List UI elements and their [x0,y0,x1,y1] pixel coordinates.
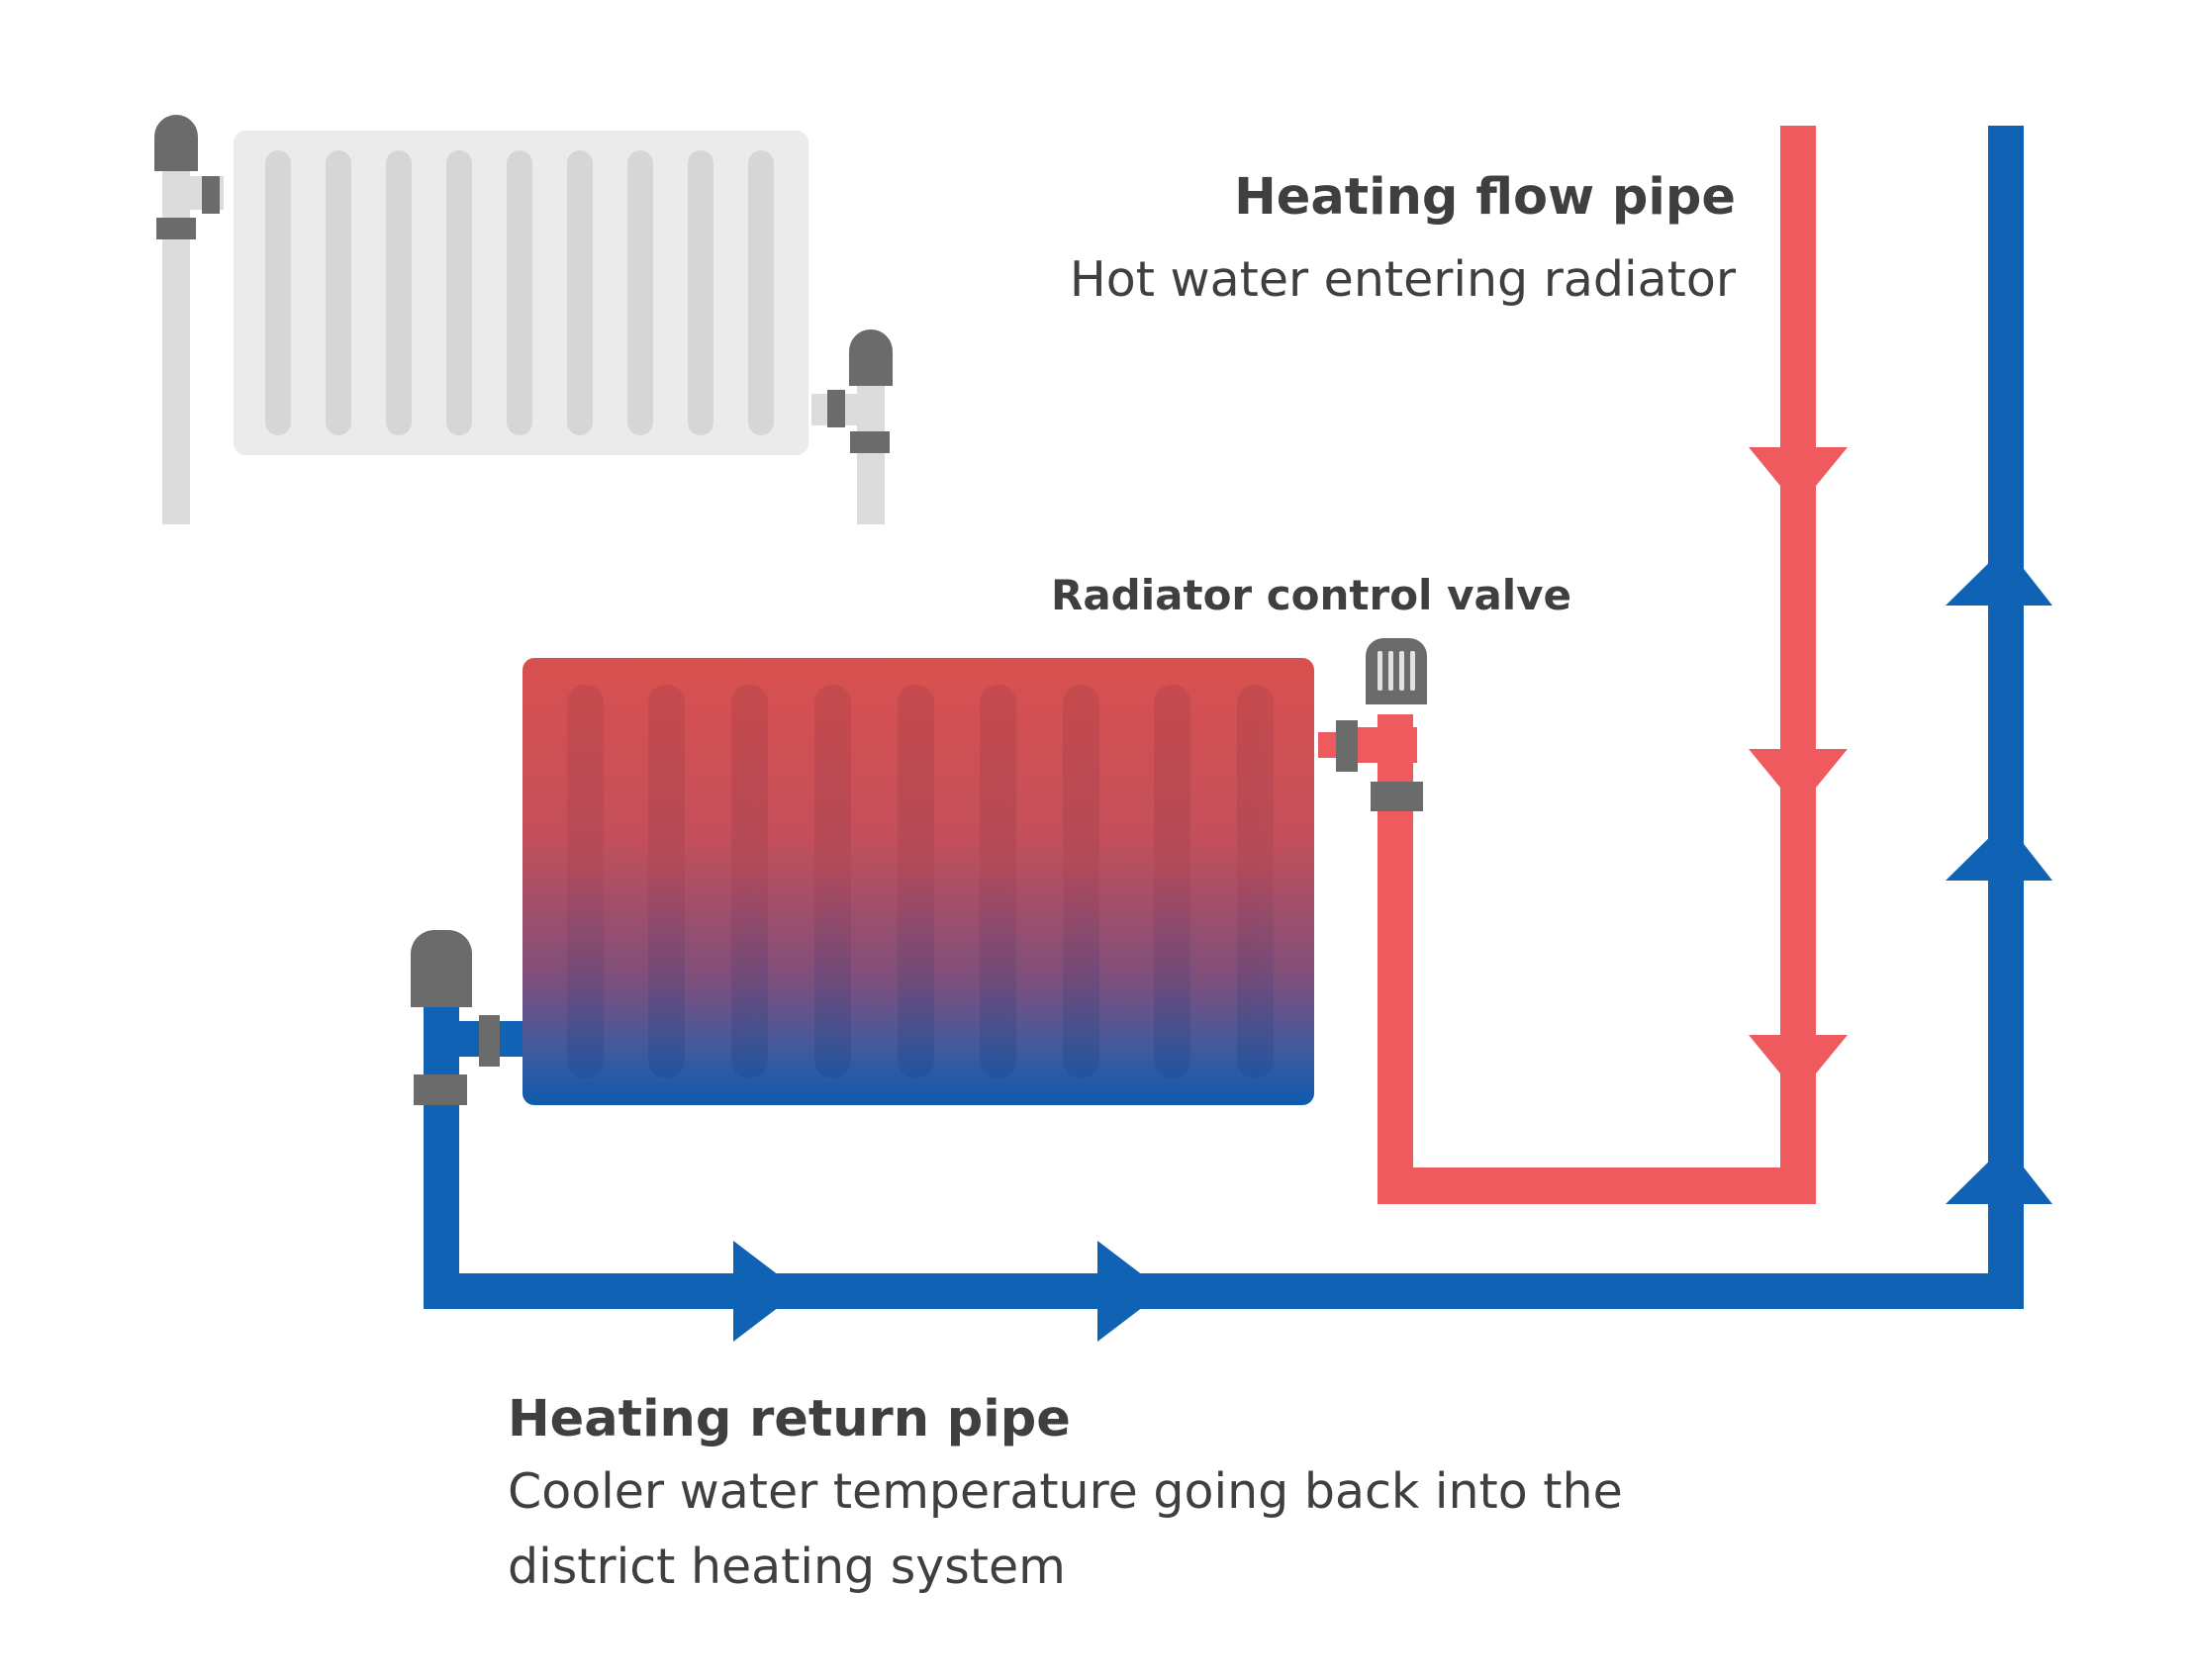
arrow-up-icon [1946,821,2052,881]
inactive-radiator-left-valve [154,115,220,239]
return-pipe-description: Cooler water temperature going back into… [508,1463,1623,1595]
flow-pipe [1318,126,1816,1204]
active-radiator [523,658,1314,1105]
active-radiator-fins [567,685,1274,1078]
inactive-radiator-fins [265,150,774,435]
return-arrows [733,1241,1164,1342]
riser-arrows [1946,546,2052,1204]
inactive-radiator [154,115,893,524]
control-valve-label: Radiator control valve [1051,571,1572,619]
arrow-down-icon [1749,749,1848,809]
return-pipe [424,126,2024,1309]
flow-arrows [1749,447,1848,1095]
flow-pipe-title: Heating flow pipe [1234,168,1736,227]
arrow-up-icon [1946,546,2052,606]
arrow-right-icon [733,1241,800,1342]
arrow-right-icon [1097,1241,1164,1342]
lockshield-valve [411,930,500,1105]
arrow-up-icon [1946,1145,2052,1204]
flow-pipe-description: Hot water entering radiator [1069,251,1736,308]
radiator-control-valve [1336,638,1427,811]
inactive-radiator-left-pipe [162,158,190,524]
arrow-down-icon [1749,1035,1848,1095]
return-pipe-title: Heating return pipe [508,1390,1071,1448]
inactive-radiator-right-valve [827,329,893,453]
arrow-down-icon [1749,447,1848,508]
